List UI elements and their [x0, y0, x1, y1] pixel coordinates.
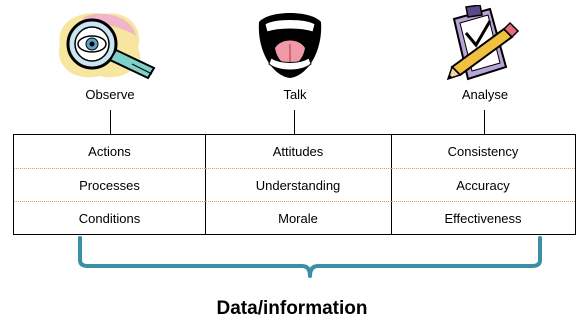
- stage-label-analyse: Analyse: [461, 87, 509, 102]
- table-column-analyse: Consistency Accuracy Effectiveness: [391, 135, 575, 234]
- table-cell: Conditions: [14, 201, 205, 235]
- table-cell: Effectiveness: [391, 201, 575, 235]
- table-cell: Accuracy: [391, 168, 575, 202]
- table-column-talk: Attitudes Understanding Morale: [205, 135, 392, 234]
- table-cell: Understanding: [205, 168, 391, 202]
- table-cell: Attitudes: [272, 144, 324, 159]
- data-table: Actions Processes Conditions Attitudes U…: [13, 134, 576, 235]
- table-cell: Actions: [88, 144, 131, 159]
- magnifying-glass-eye-icon: [52, 6, 162, 84]
- connector-observe: [110, 110, 111, 134]
- connector-talk: [294, 110, 295, 134]
- stage-label-talk: Talk: [283, 87, 307, 102]
- table-cell: Processes: [14, 168, 205, 202]
- stage-label-observe: Observe: [85, 87, 135, 102]
- clipboard-pencil-icon: [440, 5, 520, 83]
- connector-analyse: [484, 110, 485, 134]
- table-column-observe: Actions Processes Conditions: [14, 135, 206, 234]
- open-mouth-icon: [255, 8, 325, 80]
- table-cell: Consistency: [447, 144, 519, 159]
- data-information-label: Data/information: [216, 298, 368, 319]
- curly-brace: [70, 236, 550, 286]
- table-cell: Morale: [205, 201, 391, 235]
